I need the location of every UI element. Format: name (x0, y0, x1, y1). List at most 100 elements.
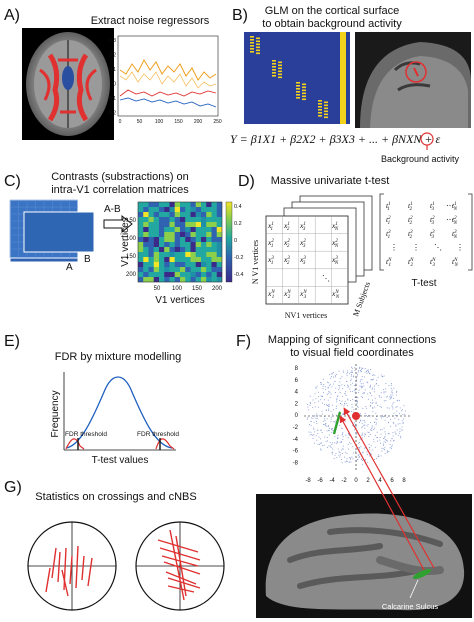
f-y-tick: 6 (295, 378, 299, 384)
crossing-segment (165, 571, 197, 585)
f-x-tick: -2 (341, 478, 347, 484)
crossings-circle-left (27, 521, 117, 611)
t-ellipsis: ⋱ (434, 243, 442, 252)
f-x-tick: -6 (317, 478, 323, 484)
panel-f-title-line2: to visual field coordinates (290, 347, 414, 359)
colorbar-tick: 0 (234, 238, 237, 244)
panel-b: B) GLM on the cortical surface to obtain… (230, 5, 471, 164)
panel-c-title-line1: Contrasts (substractions) on (51, 171, 189, 183)
crossing-segment (169, 529, 185, 601)
a-y-tick: 0.3 (109, 38, 116, 44)
crossings-circle-right (135, 521, 225, 611)
d-bottom-axis-label: NV1 vertices (285, 311, 327, 320)
f-x-tick: 4 (378, 478, 382, 484)
panel-f-title-line1: Mapping of significant connections (268, 334, 437, 346)
panel-e: E) FDR by mixture modelling FDR threshol… (4, 333, 181, 466)
panel-f: F) Mapping of significant connections to… (236, 333, 472, 618)
orange-regressor-line-2 (119, 71, 217, 89)
brain-axial-slice (22, 28, 114, 140)
a-y-tick: 0.1 (109, 67, 116, 73)
right-alternative-curve (155, 438, 175, 450)
panel-g-title: Statistics on crossings and cNBS (35, 491, 196, 503)
t-ellipsis: ⋯ (446, 201, 454, 210)
panel-c: C) Contrasts (substractions) on intra-V1… (4, 171, 243, 306)
mapping-arrow-1 (339, 415, 425, 571)
crossing-segment (69, 555, 73, 585)
left-alternative-curve (65, 438, 85, 450)
a-y-tick: 0 (113, 82, 116, 88)
panel-c-letter: C) (4, 173, 21, 190)
panel-a-letter: A) (4, 7, 20, 24)
t-test-label: T-test (411, 278, 436, 289)
panel-g: G) Statistics on crossings and cNBS (4, 479, 225, 611)
a-y-tick: 0.2 (109, 53, 116, 59)
c-y-tick: 150 (126, 254, 137, 260)
calcarine-activation (412, 568, 432, 580)
crossing-segment (57, 551, 61, 583)
colorbar-tick: -0.2 (234, 255, 243, 261)
roi-circle (405, 61, 427, 83)
crossing-segment (159, 547, 201, 561)
panel-e-title: FDR by mixture modelling (55, 351, 182, 363)
t-ellipsis: ⋮ (456, 243, 464, 252)
a-x-tick: 250 (213, 119, 222, 125)
crossing-segment (175, 535, 187, 597)
crossing-segment (167, 585, 195, 593)
c-y-tick: 200 (126, 272, 137, 278)
d-left-axis-label: N V1 vertices (251, 240, 260, 284)
crossing-segment (45, 567, 51, 593)
crossing-segment (87, 557, 93, 587)
a-y-tick: -0.2 (107, 111, 116, 117)
crossing-segment (51, 547, 57, 579)
significant-connection (332, 411, 342, 435)
contrast-operation: A-B (104, 204, 121, 215)
brain-sagittal-slice (355, 32, 471, 128)
mixture-plot: FDR threshold FDR threshold Frequency T-… (50, 372, 179, 466)
c-x-tick: 50 (154, 286, 161, 292)
f-x-tick: -8 (305, 478, 311, 484)
f-y-tick: -8 (293, 460, 299, 466)
mapping-arrow-2 (343, 407, 435, 569)
crossing-segment (61, 569, 69, 597)
f-x-tick: 8 (402, 478, 406, 484)
a-x-tick: 200 (194, 119, 203, 125)
design-matrix (244, 32, 350, 124)
f-y-tick: 0 (295, 413, 299, 419)
e-x-axis-label: T-test values (92, 455, 149, 466)
d-depth-axis-label: M Subjects (351, 281, 372, 318)
c-x-tick: 150 (192, 286, 203, 292)
panel-g-letter: G) (4, 479, 22, 496)
label-a: A (66, 262, 73, 273)
panel-a: A) Extract noise regressors 0.3 0.2 0.1 0 -0… (4, 7, 222, 140)
panel-c-title-line2: intra-V1 correlation matrices (51, 184, 189, 196)
t-ellipsis: ⋮ (390, 243, 398, 252)
f-x-tick: 0 (354, 478, 358, 484)
left-threshold-label: FDR threshold (65, 431, 107, 438)
panel-a-title: Extract noise regressors (91, 15, 210, 27)
f-y-tick: -6 (293, 449, 299, 455)
c-y-tick: 100 (126, 236, 137, 242)
